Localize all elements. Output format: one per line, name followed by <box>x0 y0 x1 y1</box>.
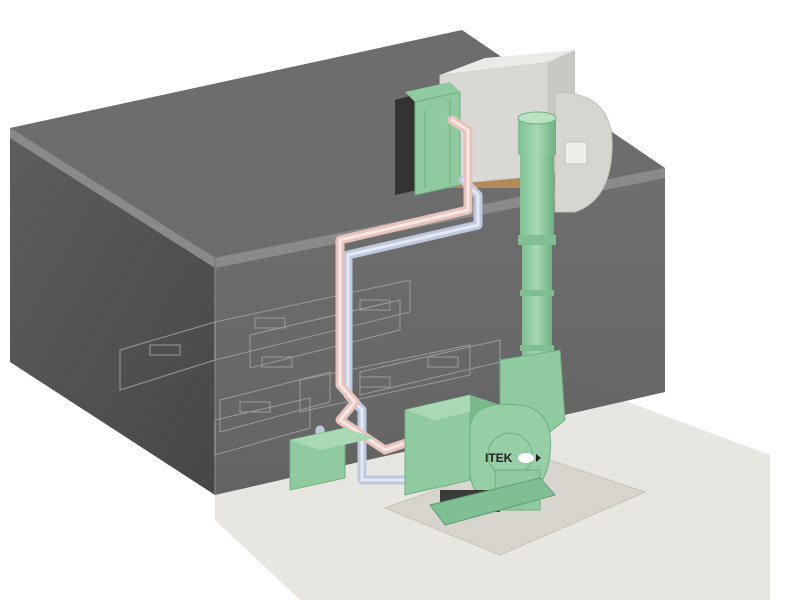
interior-duct-wireframe <box>119 279 501 456</box>
roof-unit-base <box>438 178 530 188</box>
pipe-network <box>315 115 483 485</box>
stack-icon <box>518 120 556 155</box>
motor-assembly <box>429 469 556 526</box>
brand-logo-text: ITEK <box>485 451 513 465</box>
building-roof-edge <box>10 128 665 268</box>
itek-logo: ITEK <box>485 451 541 465</box>
ground-equipment: ITEK <box>289 349 566 526</box>
building-left-wall <box>10 128 215 495</box>
roof-filter-unit <box>395 82 461 196</box>
